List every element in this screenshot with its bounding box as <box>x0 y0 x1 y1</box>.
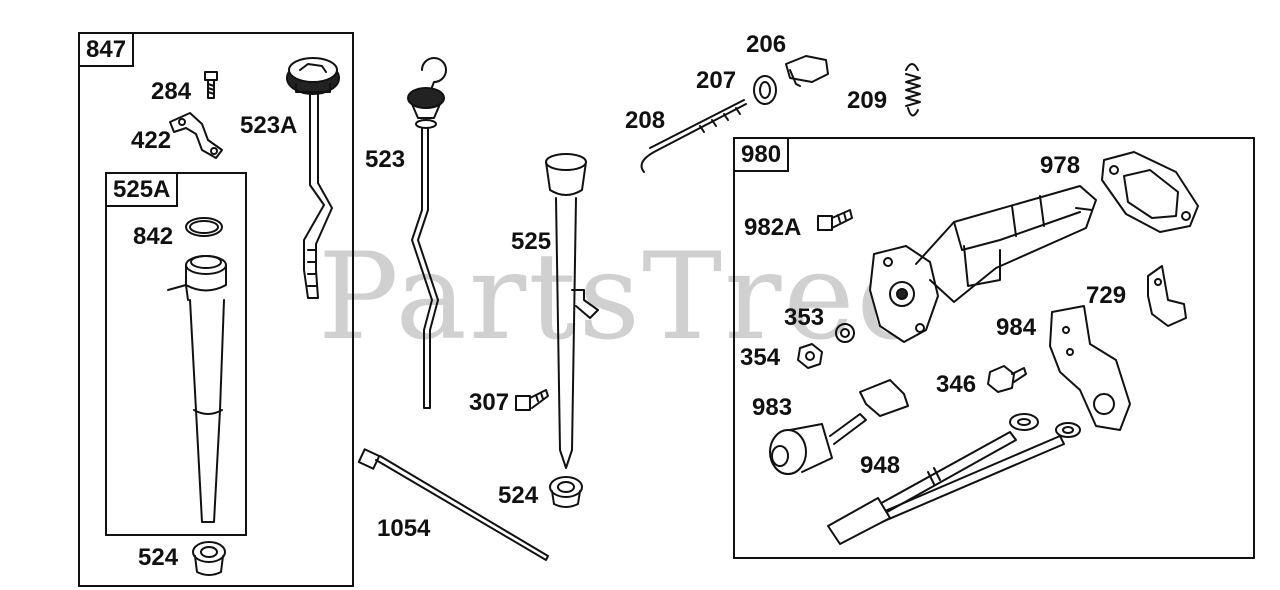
part-label-207: 207 <box>696 67 737 94</box>
part-729-clip <box>1147 265 1187 327</box>
part-label-978: 978 <box>1040 152 1081 179</box>
part-525a-tube <box>167 255 227 523</box>
part-284-screw <box>204 71 218 99</box>
part-982a-screw <box>817 209 853 231</box>
part-label-729: 729 <box>1086 282 1127 309</box>
group-box-980 <box>733 137 1255 559</box>
group-tag-525a: 525A <box>105 172 179 207</box>
part-354-nut <box>797 343 823 369</box>
part-207-washer <box>753 75 777 105</box>
part-label-525: 525 <box>511 228 552 255</box>
part-524-plug-center <box>549 476 583 508</box>
part-label-206: 206 <box>746 31 787 58</box>
part-842-oring <box>185 217 223 237</box>
part-label-208: 208 <box>625 107 666 134</box>
part-353-washer <box>835 323 855 343</box>
part-307-screw <box>515 389 549 411</box>
part-label-983: 983 <box>752 394 793 421</box>
part-209-spring <box>905 63 921 117</box>
part-208-rod <box>640 99 747 173</box>
part-206-fitting <box>785 55 829 87</box>
watermark-text: PartsTree <box>318 228 930 367</box>
part-label-209: 209 <box>847 87 888 114</box>
part-523-dipstick <box>407 57 447 409</box>
part-978-gasket <box>1101 151 1199 233</box>
part-1054-cable-tie <box>357 448 549 561</box>
part-label-307: 307 <box>469 389 510 416</box>
part-label-353: 353 <box>784 304 825 331</box>
part-346-screw <box>987 365 1027 393</box>
part-label-524-center: 524 <box>498 482 539 509</box>
part-523a-dipstick <box>286 57 340 299</box>
part-422-bracket <box>169 112 223 159</box>
part-label-346: 346 <box>936 371 977 398</box>
part-984-bracket <box>1049 305 1131 431</box>
part-label-984: 984 <box>996 314 1037 341</box>
part-525-tube <box>545 153 599 469</box>
part-948-harness <box>827 413 1081 545</box>
part-starter-motor <box>869 185 1097 343</box>
part-983-switch <box>769 379 909 475</box>
part-label-422: 422 <box>131 127 172 154</box>
group-tag-847: 847 <box>78 32 135 67</box>
part-label-842: 842 <box>133 223 174 250</box>
group-box-847 <box>78 32 354 587</box>
part-label-354: 354 <box>740 344 781 371</box>
part-label-524-left: 524 <box>138 544 179 571</box>
part-label-284: 284 <box>151 78 192 105</box>
group-tag-980: 980 <box>733 137 790 172</box>
part-label-982a: 982A <box>744 214 802 241</box>
part-524-plug-left <box>192 541 226 576</box>
part-label-1054: 1054 <box>377 515 431 542</box>
part-label-523a: 523A <box>240 112 298 139</box>
part-label-523: 523 <box>365 146 406 173</box>
part-label-948: 948 <box>860 452 901 479</box>
